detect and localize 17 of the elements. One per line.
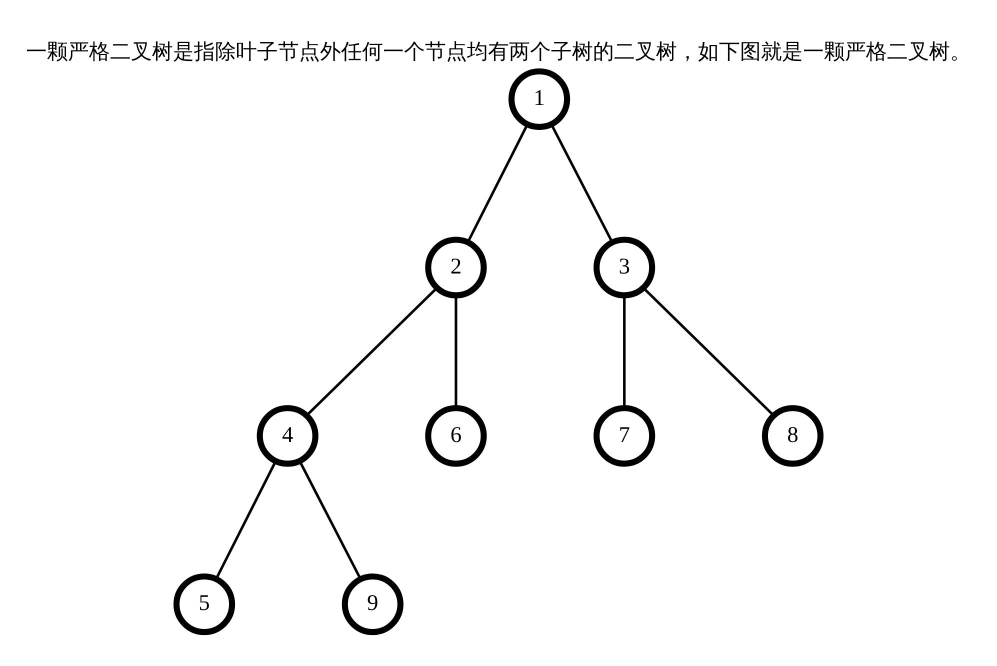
node-circle: 9: [342, 572, 404, 635]
node-circle: 1: [508, 68, 570, 130]
diagram-title: 一颗严格二叉树是指除叶子节点外任何一个节点均有两个子树的二叉树，如下图就是一颗严格二叉树。: [26, 39, 971, 64]
node-circle: 8: [762, 404, 824, 466]
connector: [306, 286, 438, 416]
connector: [623, 295, 626, 408]
connector: [642, 286, 775, 416]
connector: [215, 460, 277, 580]
connector: [454, 295, 458, 408]
node-circle: 3: [594, 236, 656, 298]
node-circle: 2: [425, 236, 487, 298]
node-circle: 6: [425, 404, 487, 466]
connector: [550, 123, 614, 242]
node-circle: 4: [256, 404, 318, 466]
connector: [298, 460, 362, 580]
node-circle: 5: [173, 572, 236, 635]
node-circle: 7: [594, 404, 656, 466]
